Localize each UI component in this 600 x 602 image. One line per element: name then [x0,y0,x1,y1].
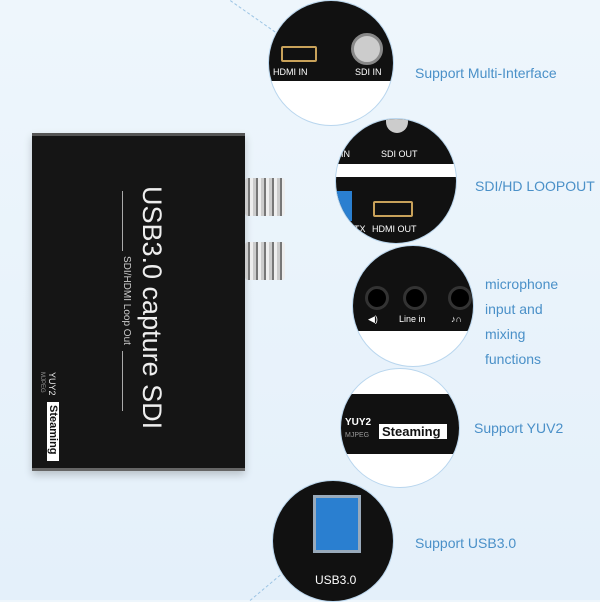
port-label: IN [341,149,350,159]
speaker-icon: ◀) [368,314,378,324]
device-subtitle: SDI/HDMI Loop Out [121,256,132,345]
badge-yuy2: YUY2 [47,372,57,396]
feature-circle-interface: HDMI IN SDI IN [268,0,394,126]
bnc-port [386,119,408,133]
port-label: USB3.0 [315,573,357,587]
port-label: SDI IN [355,67,382,77]
sdi-in-connector [245,178,285,216]
feature-circle-yuv2: YUY2 MJPEG Steaming [340,368,460,488]
mic-headphone-icon: ♪∩ [451,314,462,324]
badge-yuy2: YUY2 [345,417,372,428]
feature-circle-usb: USB3.0 [272,480,394,602]
port-label: SDI OUT [381,149,418,159]
port-label: TX [354,224,366,234]
sdi-out-connector [245,242,285,280]
badge-mjpeg: MJPEG [39,372,45,393]
device-title: USB3.0 capture SDI [137,186,167,430]
hdmi-port [373,201,413,217]
feature-circle-loopout: IN SDI OUT TX HDMI OUT [335,118,457,244]
badge-steaming: Steaming [379,424,447,439]
bnc-port [351,33,383,65]
badge-mjpeg: MJPEG [345,432,370,439]
capture-device: USB3.0 capture SDI SDI/HDMI Loop Out YUY… [32,133,245,471]
feature-label: microphone input and mixing functions [485,276,559,367]
port-label: Line in [399,314,426,324]
hdmi-port [281,46,317,62]
mic-headphone-jack [448,286,472,310]
feature-label: SDI/HD LOOPOUT [475,178,595,194]
port-label: HDMI OUT [372,224,417,234]
badge-steaming: Steaming [47,402,59,461]
feature-label: Support Multi-Interface [415,65,557,81]
port-label: HDMI IN [273,67,308,77]
line-in-jack [403,286,427,310]
feature-circle-audio: ◀) Line in ♪∩ [352,245,474,367]
divider [122,191,123,251]
usb-port [336,191,352,221]
divider [122,351,123,411]
feature-label: Support USB3.0 [415,535,517,551]
feature-label: Support YUV2 [474,420,564,436]
speaker-jack [365,286,389,310]
usb-b-port [313,495,361,553]
